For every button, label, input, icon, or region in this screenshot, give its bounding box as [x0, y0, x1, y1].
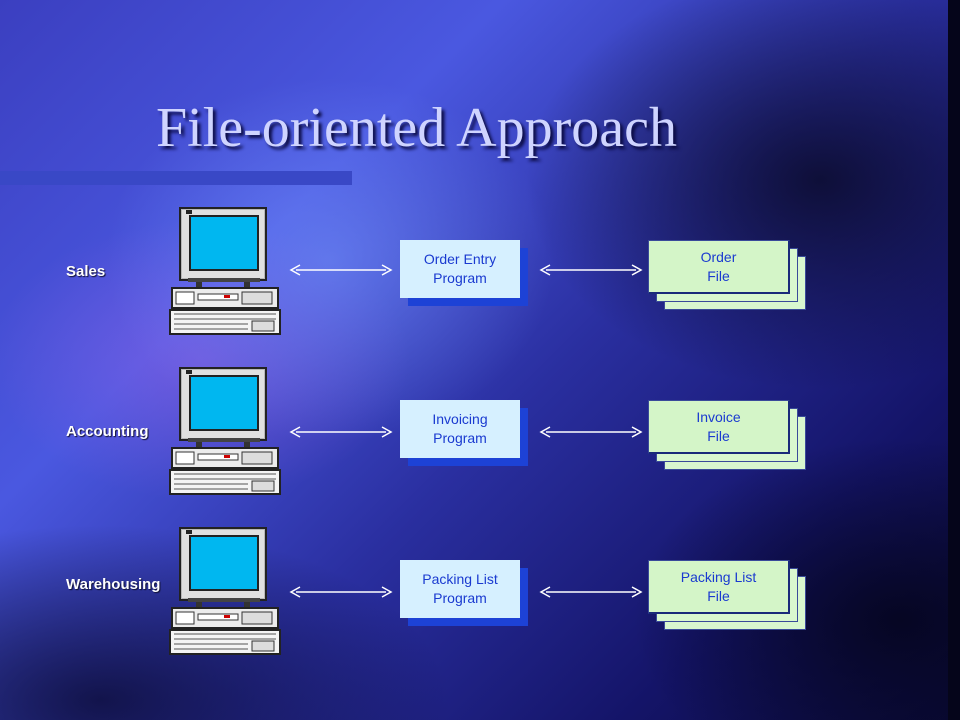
file-name: Order: [700, 248, 737, 265]
computer-icon: [169, 367, 281, 495]
arrow-computer-to-program: [289, 264, 393, 276]
slide-edge: [948, 0, 960, 720]
arrow-program-to-file: [539, 426, 643, 438]
department-label-sales: Sales: [66, 263, 106, 280]
arrow-computer-to-program: [289, 586, 393, 598]
file-name: Invoice: [696, 408, 741, 425]
slide-title: File-oriented Approach: [156, 97, 677, 159]
file-name: Packing List: [680, 568, 757, 585]
file-stack: Packing List File: [648, 560, 808, 636]
program-name: Packing List: [422, 571, 498, 587]
program-name: Order Entry: [423, 251, 497, 267]
arrow-program-to-file: [539, 264, 643, 276]
program-box: Invoicing Program: [400, 400, 528, 466]
file-stack: Invoice File: [648, 400, 808, 476]
program-caption: Program: [433, 590, 487, 606]
program-box-face: Order Entry Program: [400, 240, 520, 298]
program-box: Order Entry Program: [400, 240, 528, 306]
program-box: Packing List Program: [400, 560, 528, 626]
arrow-computer-to-program: [289, 426, 393, 438]
file-sheet-front: Invoice File: [648, 400, 790, 454]
file-caption: File: [707, 427, 730, 444]
department-label-warehousing: Warehousing: [66, 576, 161, 593]
program-name: Invoicing: [432, 411, 488, 427]
computer-icon: [169, 527, 281, 655]
file-sheet-front: Order File: [648, 240, 790, 294]
file-caption: File: [707, 587, 730, 604]
title-underline-bar: [0, 171, 352, 185]
file-stack: Order File: [648, 240, 808, 316]
file-sheet-front: Packing List File: [648, 560, 790, 614]
file-caption: File: [707, 267, 730, 284]
arrow-program-to-file: [539, 586, 643, 598]
department-label-accounting: Accounting: [66, 423, 149, 440]
computer-icon: [169, 207, 281, 335]
program-caption: Program: [433, 270, 487, 286]
program-box-face: Invoicing Program: [400, 400, 520, 458]
program-box-face: Packing List Program: [400, 560, 520, 618]
program-caption: Program: [433, 430, 487, 446]
